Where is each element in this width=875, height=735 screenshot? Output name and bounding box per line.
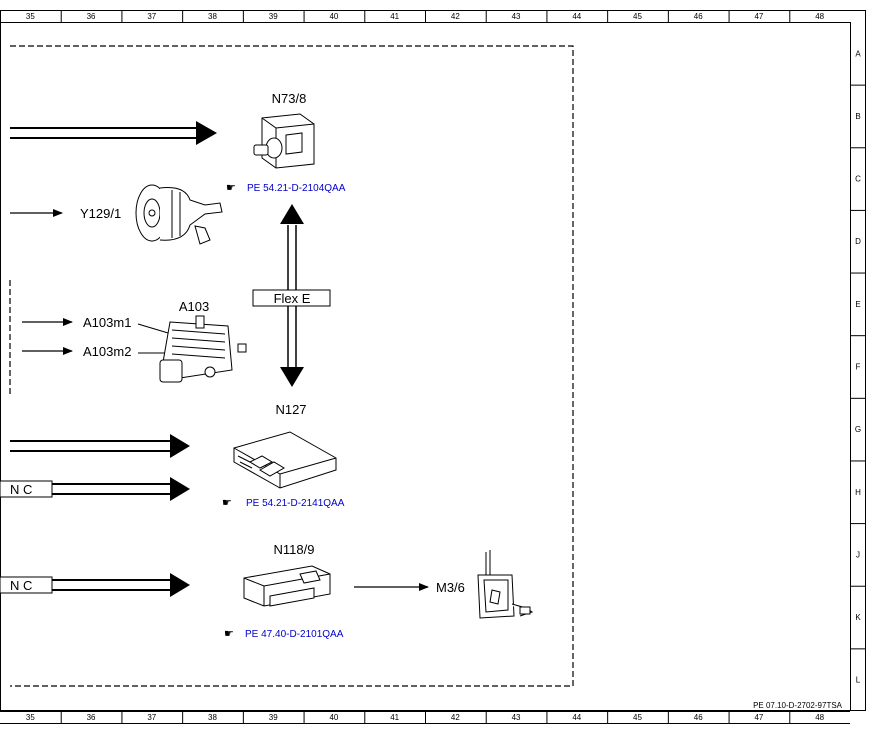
column-label: 43 <box>512 12 521 21</box>
arrowhead-n73-8 <box>196 121 217 145</box>
double-arrow-n73-8 <box>10 127 198 139</box>
ignition-switch-icon <box>253 113 315 169</box>
column-ruler-bottom: 35 36 37 38 39 40 41 42 43 44 45 46 47 48 <box>26 711 825 723</box>
column-label: 42 <box>451 713 460 722</box>
column-label: 40 <box>329 12 338 21</box>
frame <box>0 10 866 724</box>
n73-8-ref[interactable]: PE 54.21-D-2104QAA <box>247 183 346 194</box>
n118-9-label: N118/9 <box>274 542 315 557</box>
row-label: A <box>855 49 861 58</box>
y129-1-group: Y129/1 <box>10 184 223 245</box>
nc-top-label: N C <box>10 482 32 497</box>
column-label: 38 <box>208 713 217 722</box>
column-label: 40 <box>329 713 338 722</box>
fuel-pump-icon <box>477 550 534 619</box>
a103m2-label: A103m2 <box>83 344 131 359</box>
flex-e-box <box>252 289 331 307</box>
row-label: L <box>856 676 861 685</box>
arrowhead-down <box>280 367 304 387</box>
a103-label: A103 <box>179 299 209 314</box>
column-label: 46 <box>694 12 703 21</box>
n118-9-ref[interactable]: PE 47.40-D-2101QAA <box>245 629 344 640</box>
row-label: E <box>855 300 860 309</box>
column-label: 37 <box>147 12 156 21</box>
column-label: 44 <box>572 12 581 21</box>
n127-ref[interactable]: PE 54.21-D-2141QAA <box>246 498 345 509</box>
pointing-hand-icon: ☛ <box>226 181 236 194</box>
row-ruler-right: A B C D E F G H J K L <box>850 49 866 685</box>
pointing-hand-icon: ☛ <box>222 496 232 509</box>
column-label: 41 <box>390 12 399 21</box>
pointing-hand-icon: ☛ <box>224 627 234 640</box>
row-label: D <box>855 237 861 246</box>
pump-module-icon <box>243 565 331 607</box>
column-label: 47 <box>754 12 763 21</box>
column-label: 41 <box>390 713 399 722</box>
column-label: 48 <box>815 713 824 722</box>
column-label: 37 <box>147 713 156 722</box>
column-label: 46 <box>694 713 703 722</box>
column-label: 36 <box>87 713 96 722</box>
row-label: B <box>855 112 860 121</box>
column-label: 39 <box>269 713 278 722</box>
y129-1-label: Y129/1 <box>80 206 121 221</box>
column-label: 39 <box>269 12 278 21</box>
n73-8-group: N73/8 ☛ PE 54.21-D-2104QAA <box>10 91 346 194</box>
control-module-icon <box>233 431 337 489</box>
column-label: 45 <box>633 12 642 21</box>
n118-9-group: N118/9 N C M3/6 ☛ PE 47.40-D-2101QAA <box>0 542 534 640</box>
column-label: 45 <box>633 713 642 722</box>
a103-group: A103 A103m1 A103m2 <box>22 299 247 383</box>
row-label: C <box>855 175 861 184</box>
column-label: 43 <box>512 713 521 722</box>
column-label: 35 <box>26 12 35 21</box>
row-label: K <box>855 613 861 622</box>
n127-group: N127 N C ☛ PE 54.21-D-2141QAA <box>0 402 345 509</box>
flex-e-bus: Flex E <box>252 204 331 387</box>
arrowhead-up <box>280 204 304 224</box>
nc-bottom-box <box>0 576 53 594</box>
arrowhead-n127-bottom <box>170 477 190 501</box>
a103m1-label: A103m1 <box>83 315 131 330</box>
column-label: 44 <box>572 713 581 722</box>
valve-icon <box>135 184 223 245</box>
document-id: PE 07.10-D-2702-97TSA <box>753 701 843 710</box>
column-label: 35 <box>26 713 35 722</box>
actuator-icon <box>159 315 247 383</box>
n73-8-label: N73/8 <box>272 91 307 106</box>
row-label: G <box>855 425 861 434</box>
column-ruler-top: 35 36 37 38 39 40 41 42 43 44 45 46 47 48 <box>26 10 825 22</box>
column-label: 36 <box>87 12 96 21</box>
dashed-boundary <box>10 45 574 687</box>
row-label: H <box>855 488 861 497</box>
column-label: 42 <box>451 12 460 21</box>
column-label: 38 <box>208 12 217 21</box>
nc-top-box <box>0 480 53 498</box>
row-label: F <box>856 363 861 372</box>
m3-6-label: M3/6 <box>436 580 465 595</box>
arrowhead-n118-9 <box>170 573 190 597</box>
n127-label: N127 <box>275 402 306 417</box>
row-label: J <box>856 550 860 559</box>
column-label: 47 <box>754 713 763 722</box>
column-label: 48 <box>815 12 824 21</box>
nc-bottom-label: N C <box>10 578 32 593</box>
arrowhead-n127-top <box>170 434 190 458</box>
flex-e-label: Flex E <box>274 291 311 306</box>
